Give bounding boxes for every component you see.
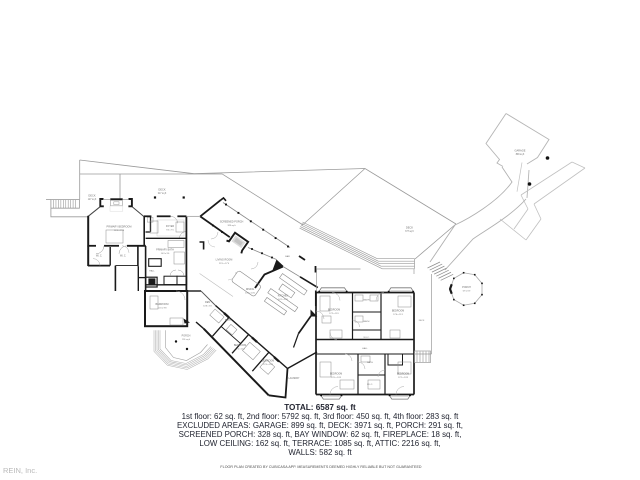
- svg-text:DECK: DECK: [88, 194, 95, 198]
- svg-text:11'4 x 9'8: 11'4 x 9'8: [158, 308, 168, 310]
- svg-text:6'9 x 6'9: 6'9 x 6'9: [463, 291, 471, 293]
- svg-text:12'6 x 11'4: 12'6 x 11'4: [393, 314, 403, 316]
- svg-text:899 sq ft: 899 sq ft: [516, 153, 525, 156]
- svg-text:BEDROOM: BEDROOM: [397, 373, 409, 376]
- svg-text:BEDROOM: BEDROOM: [234, 344, 246, 347]
- svg-text:BATH: BATH: [364, 299, 370, 302]
- svg-text:BEDROOM: BEDROOM: [330, 373, 342, 376]
- svg-text:KITCHEN: KITCHEN: [278, 295, 289, 298]
- svg-text:13'0 x 10'0: 13'0 x 10'0: [245, 293, 256, 295]
- svg-text:12'2 x 10'8: 12'2 x 10'8: [398, 377, 409, 379]
- svg-text:16'4 x 15'8: 16'4 x 15'8: [114, 230, 125, 232]
- svg-text:GARAGE: GARAGE: [514, 149, 525, 153]
- svg-text:12'4 x 10'6: 12'4 x 10'6: [263, 364, 274, 366]
- svg-text:14'2 x 12'0: 14'2 x 12'0: [278, 299, 289, 301]
- svg-text:PRIMARY BATH: PRIMARY BATH: [156, 249, 174, 252]
- svg-text:HALL: HALL: [149, 270, 155, 273]
- svg-text:291 sq ft: 291 sq ft: [182, 338, 190, 341]
- svg-text:W.I.C.: W.I.C.: [120, 256, 127, 258]
- svg-text:12'0 x 10'8: 12'0 x 10'8: [331, 377, 342, 379]
- svg-text:PORCH: PORCH: [462, 286, 471, 289]
- svg-text:12'0 x 11'2: 12'0 x 11'2: [235, 349, 245, 351]
- svg-text:BATH: BATH: [367, 361, 373, 364]
- svg-text:10'4 x 9'6: 10'4 x 9'6: [161, 253, 170, 255]
- svg-text:SCREENED PORCH: SCREENED PORCH: [220, 221, 244, 224]
- svg-text:BAR: BAR: [285, 255, 290, 258]
- svg-text:DECK: DECK: [158, 188, 165, 192]
- svg-text:LIVING ROOM: LIVING ROOM: [216, 259, 233, 262]
- svg-text:W.I.C.: W.I.C.: [364, 337, 370, 339]
- svg-text:677 sq ft: 677 sq ft: [405, 230, 414, 233]
- svg-text:PORCH: PORCH: [182, 335, 191, 338]
- svg-text:22'0 x 17'4: 22'0 x 17'4: [219, 263, 230, 265]
- svg-text:317 sq ft: 317 sq ft: [158, 192, 167, 195]
- svg-text:DECK: DECK: [419, 320, 425, 322]
- svg-text:BATH: BATH: [364, 320, 370, 323]
- svg-text:9'4 x 7'0: 9'4 x 7'0: [166, 230, 174, 232]
- svg-text:DINING: DINING: [246, 288, 255, 291]
- svg-text:127 sq ft: 127 sq ft: [88, 198, 97, 201]
- svg-text:HALL: HALL: [362, 347, 368, 350]
- svg-text:12'2 x 11'0: 12'2 x 11'0: [329, 313, 339, 315]
- svg-text:328 sq ft: 328 sq ft: [227, 224, 236, 227]
- svg-text:LAUNDRY: LAUNDRY: [289, 377, 300, 380]
- svg-text:BEDROOM: BEDROOM: [156, 303, 169, 306]
- svg-text:DECK: DECK: [406, 226, 413, 230]
- svg-text:BEDROOM: BEDROOM: [328, 309, 340, 312]
- svg-text:W.I.C.: W.I.C.: [96, 256, 103, 258]
- svg-text:BEDROOM: BEDROOM: [262, 360, 274, 363]
- svg-text:10'8 x 9'2: 10'8 x 9'2: [203, 306, 212, 308]
- svg-text:DEN: DEN: [205, 301, 210, 304]
- svg-text:W.I.C.: W.I.C.: [367, 384, 373, 386]
- svg-text:BEDROOM: BEDROOM: [392, 310, 404, 313]
- svg-text:BATH: BATH: [225, 319, 231, 322]
- svg-text:FOYER: FOYER: [166, 225, 175, 228]
- svg-text:PRIMARY BEDROOM: PRIMARY BEDROOM: [107, 226, 132, 229]
